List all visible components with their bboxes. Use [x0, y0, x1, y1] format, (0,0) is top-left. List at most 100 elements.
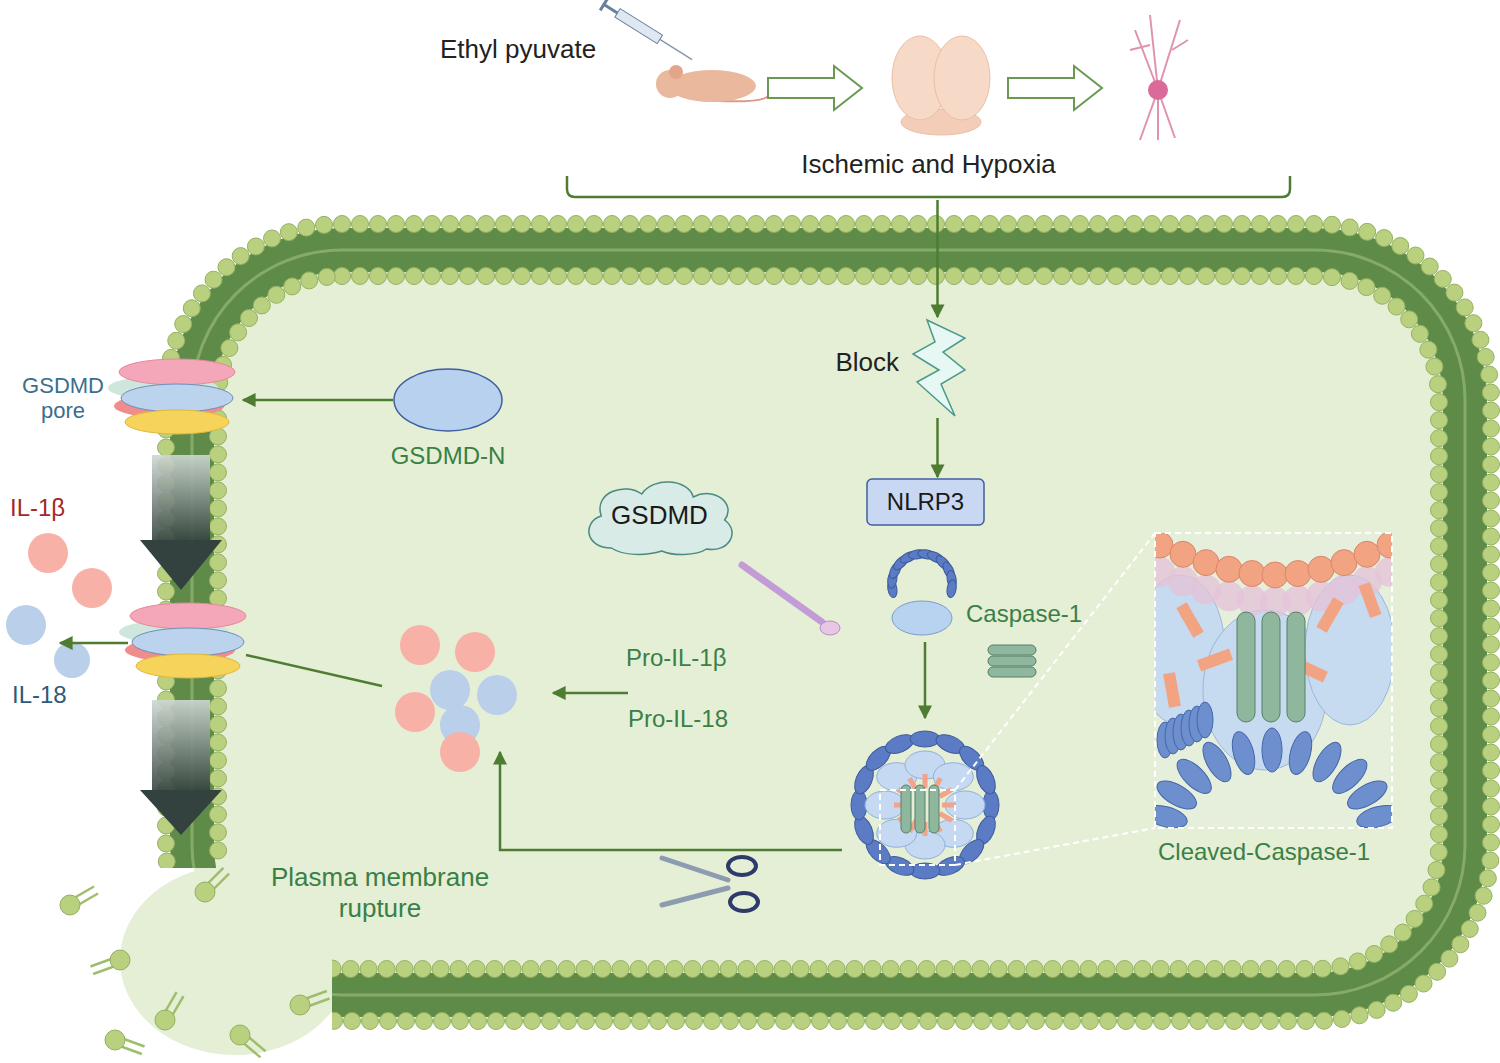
pore-subunit [119, 359, 235, 385]
lipid-head [1270, 268, 1287, 285]
lipid-head [496, 216, 513, 233]
mouse-icon [656, 65, 768, 102]
lipid-head [1349, 953, 1366, 970]
lipid-head [284, 278, 301, 295]
lipid-head [1332, 958, 1349, 975]
lipid-head [232, 248, 249, 265]
lipid-head [892, 216, 909, 233]
lipid-head [1483, 726, 1500, 743]
lipid-head [1431, 412, 1448, 429]
lipid-head [1483, 420, 1500, 437]
neuron-icon [1130, 15, 1188, 140]
node-text: GSDMD [611, 501, 708, 531]
lipid-head [290, 995, 310, 1015]
lipid-head [210, 698, 227, 715]
lipid-head [712, 268, 729, 285]
pyd-rod [1359, 582, 1382, 618]
lipid-head [846, 961, 863, 978]
lipid-head [1483, 798, 1500, 815]
node-text: Block [835, 348, 899, 378]
assembled-inflammasome [851, 731, 999, 879]
lipid-head [1036, 216, 1053, 233]
lipid-head [450, 961, 467, 978]
lipid-head [1045, 1013, 1062, 1030]
zoom-border [1155, 533, 1392, 828]
lipid-head [811, 1013, 828, 1030]
lipid-head [694, 268, 711, 285]
pyd-rod [942, 803, 956, 808]
scissors-icon [662, 857, 758, 911]
block-symbol: Block [905, 318, 970, 418]
connector-arrow [936, 200, 939, 317]
lipid-head [1431, 394, 1448, 411]
lipid-head [1180, 216, 1197, 233]
lipid-head [424, 268, 441, 285]
lipid-head [784, 268, 801, 285]
lipid-head [1431, 646, 1448, 663]
lipid-head [892, 268, 909, 285]
pyd-unit [1216, 556, 1242, 582]
lipid-head [1225, 1013, 1242, 1030]
lipid-head [1072, 268, 1089, 285]
lipid-head [1475, 887, 1492, 904]
lipid-head [1431, 538, 1448, 555]
lipid-head [210, 482, 227, 499]
lipid-head [442, 268, 459, 285]
lipid-head [756, 961, 773, 978]
lipid-head [1483, 510, 1500, 527]
lipid-head [990, 961, 1007, 978]
nlrp3-unit [1262, 728, 1282, 772]
lipid-head [414, 961, 431, 978]
node-text: Caspase-1 [966, 600, 1082, 628]
pyd-unit [1170, 541, 1196, 567]
caspase-bar [901, 785, 911, 833]
lipid-head [210, 500, 227, 517]
lipid-head [1431, 754, 1448, 771]
lipid-head [1288, 268, 1305, 285]
precursor-label: Pro-IL-1β [626, 644, 727, 673]
pore-subunit [121, 384, 233, 412]
lipid-head [1431, 466, 1448, 483]
lipid-head [1483, 672, 1500, 689]
pyd-unit [1308, 556, 1334, 582]
lipid-head [1279, 1013, 1296, 1030]
lipid-head [1431, 628, 1448, 645]
lipid-head [240, 310, 257, 327]
lipid-head [469, 1013, 486, 1030]
lipid-head [1189, 1013, 1206, 1030]
node-text: GSDMD pore [22, 373, 104, 424]
caspase-bar [1287, 612, 1305, 722]
lipid-head [1429, 963, 1446, 980]
lipid-head [1416, 895, 1433, 912]
lipid-head [1000, 216, 1017, 233]
lipid-head [1483, 834, 1500, 851]
lipid-head [343, 1013, 360, 1030]
lipid-head [1063, 1013, 1080, 1030]
structure-label: Cleaved-Caspase-1 [1158, 838, 1370, 867]
brain-hemisphere [934, 36, 990, 120]
lipid-head [730, 216, 747, 233]
lipid-head [388, 216, 405, 233]
lipid-head [432, 961, 449, 978]
pore-subunit [130, 603, 246, 629]
lipid-head [1483, 780, 1500, 797]
lipid-head [1278, 961, 1295, 978]
cytokine-molecule [477, 675, 517, 715]
lipid-head [1483, 582, 1500, 599]
lipid-head [937, 1013, 954, 1030]
lipid-head [1306, 268, 1323, 285]
lipid-head [802, 216, 819, 233]
lipid-head [158, 583, 175, 600]
lipid-head [1341, 219, 1358, 236]
lipid-head [802, 268, 819, 285]
lipid-head [1406, 910, 1423, 927]
lipid-head [1483, 708, 1500, 725]
lipid-head [1431, 484, 1448, 501]
nlrp3-unit [973, 763, 999, 797]
lipid-head [1477, 348, 1494, 365]
caspase-icon: Caspase-1 [882, 538, 962, 638]
lipid-head [874, 268, 891, 285]
lipid-head [460, 216, 477, 233]
lipid-head [158, 835, 175, 852]
lipid-head [1018, 268, 1035, 285]
